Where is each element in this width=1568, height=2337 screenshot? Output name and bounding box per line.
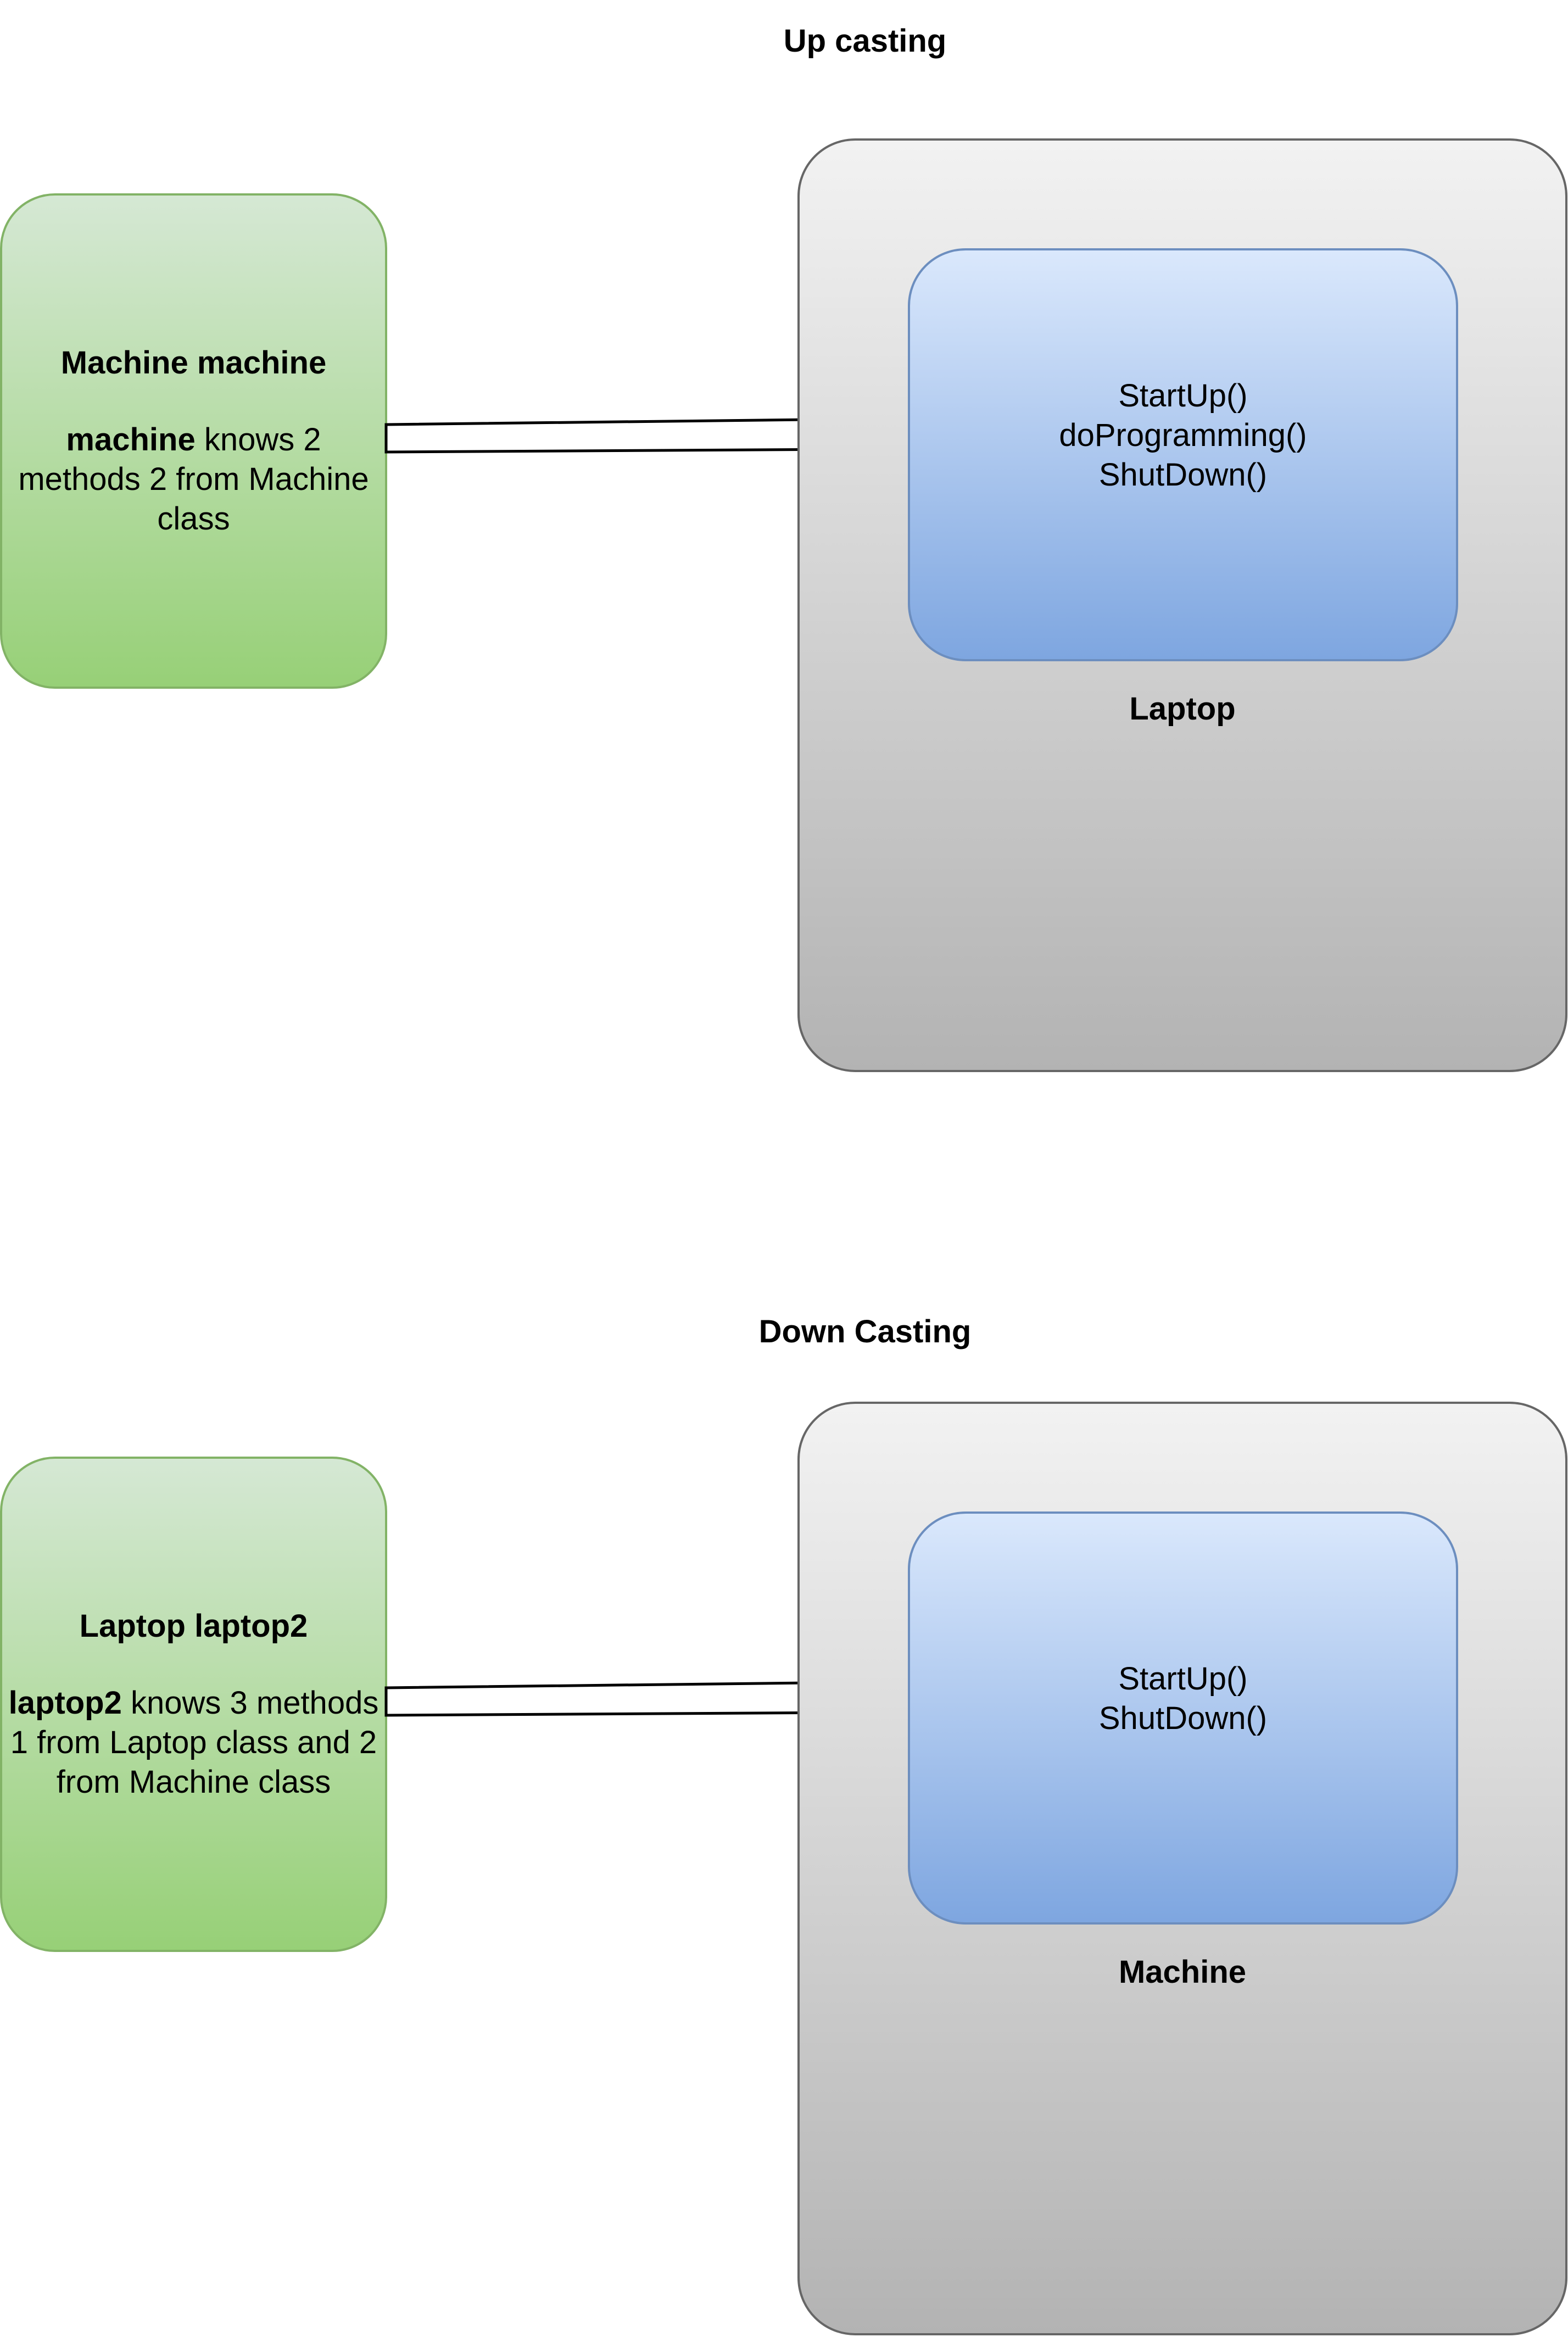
downcasting-reference-description-text: knows 3 methods 1 from Laptop class and … <box>10 1685 379 1800</box>
upcasting-reference-variable: machine <box>66 422 196 458</box>
upcasting-object-box: StartUp() doProgramming() ShutDown() Lap… <box>797 138 1567 1072</box>
downcasting-object-box: StartUp() ShutDown() Machine <box>797 1402 1567 2335</box>
downcasting-reference-description: laptop2 knows 3 methods 1 from Laptop cl… <box>2 1683 385 1802</box>
downcasting-methods-box: StartUp() ShutDown() <box>908 1511 1458 1925</box>
downcasting-title: Down Casting <box>758 1314 972 1349</box>
upcasting-reference-declaration: Machine machine <box>60 345 327 381</box>
upcasting-title: Up casting <box>783 23 947 59</box>
upcasting-reference-box: Machine machine machine knows 2 methods … <box>0 193 387 689</box>
downcasting-reference-declaration: Laptop laptop2 <box>79 1608 308 1644</box>
downcasting-reference-box: Laptop laptop2 laptop2 knows 3 methods 1… <box>0 1457 387 1952</box>
upcasting-method: doProgramming() <box>1059 417 1307 453</box>
upcasting-methods-box: StartUp() doProgramming() ShutDown() <box>908 248 1458 661</box>
downcasting-reference-variable: laptop2 <box>8 1685 122 1721</box>
downcasting-object-label: Machine <box>1118 1954 1247 1990</box>
upcasting-object-label: Laptop <box>1129 691 1236 727</box>
upcasting-method: ShutDown() <box>1098 457 1268 493</box>
downcasting-method: ShutDown() <box>1098 1700 1268 1736</box>
downcasting-method: StartUp() <box>1118 1661 1248 1697</box>
upcasting-reference-description: machine knows 2 methods 2 from Machine c… <box>2 420 385 539</box>
upcasting-method: StartUp() <box>1118 378 1248 414</box>
upcasting-reference-description-text: knows 2 methods 2 from Machine class <box>18 422 369 537</box>
